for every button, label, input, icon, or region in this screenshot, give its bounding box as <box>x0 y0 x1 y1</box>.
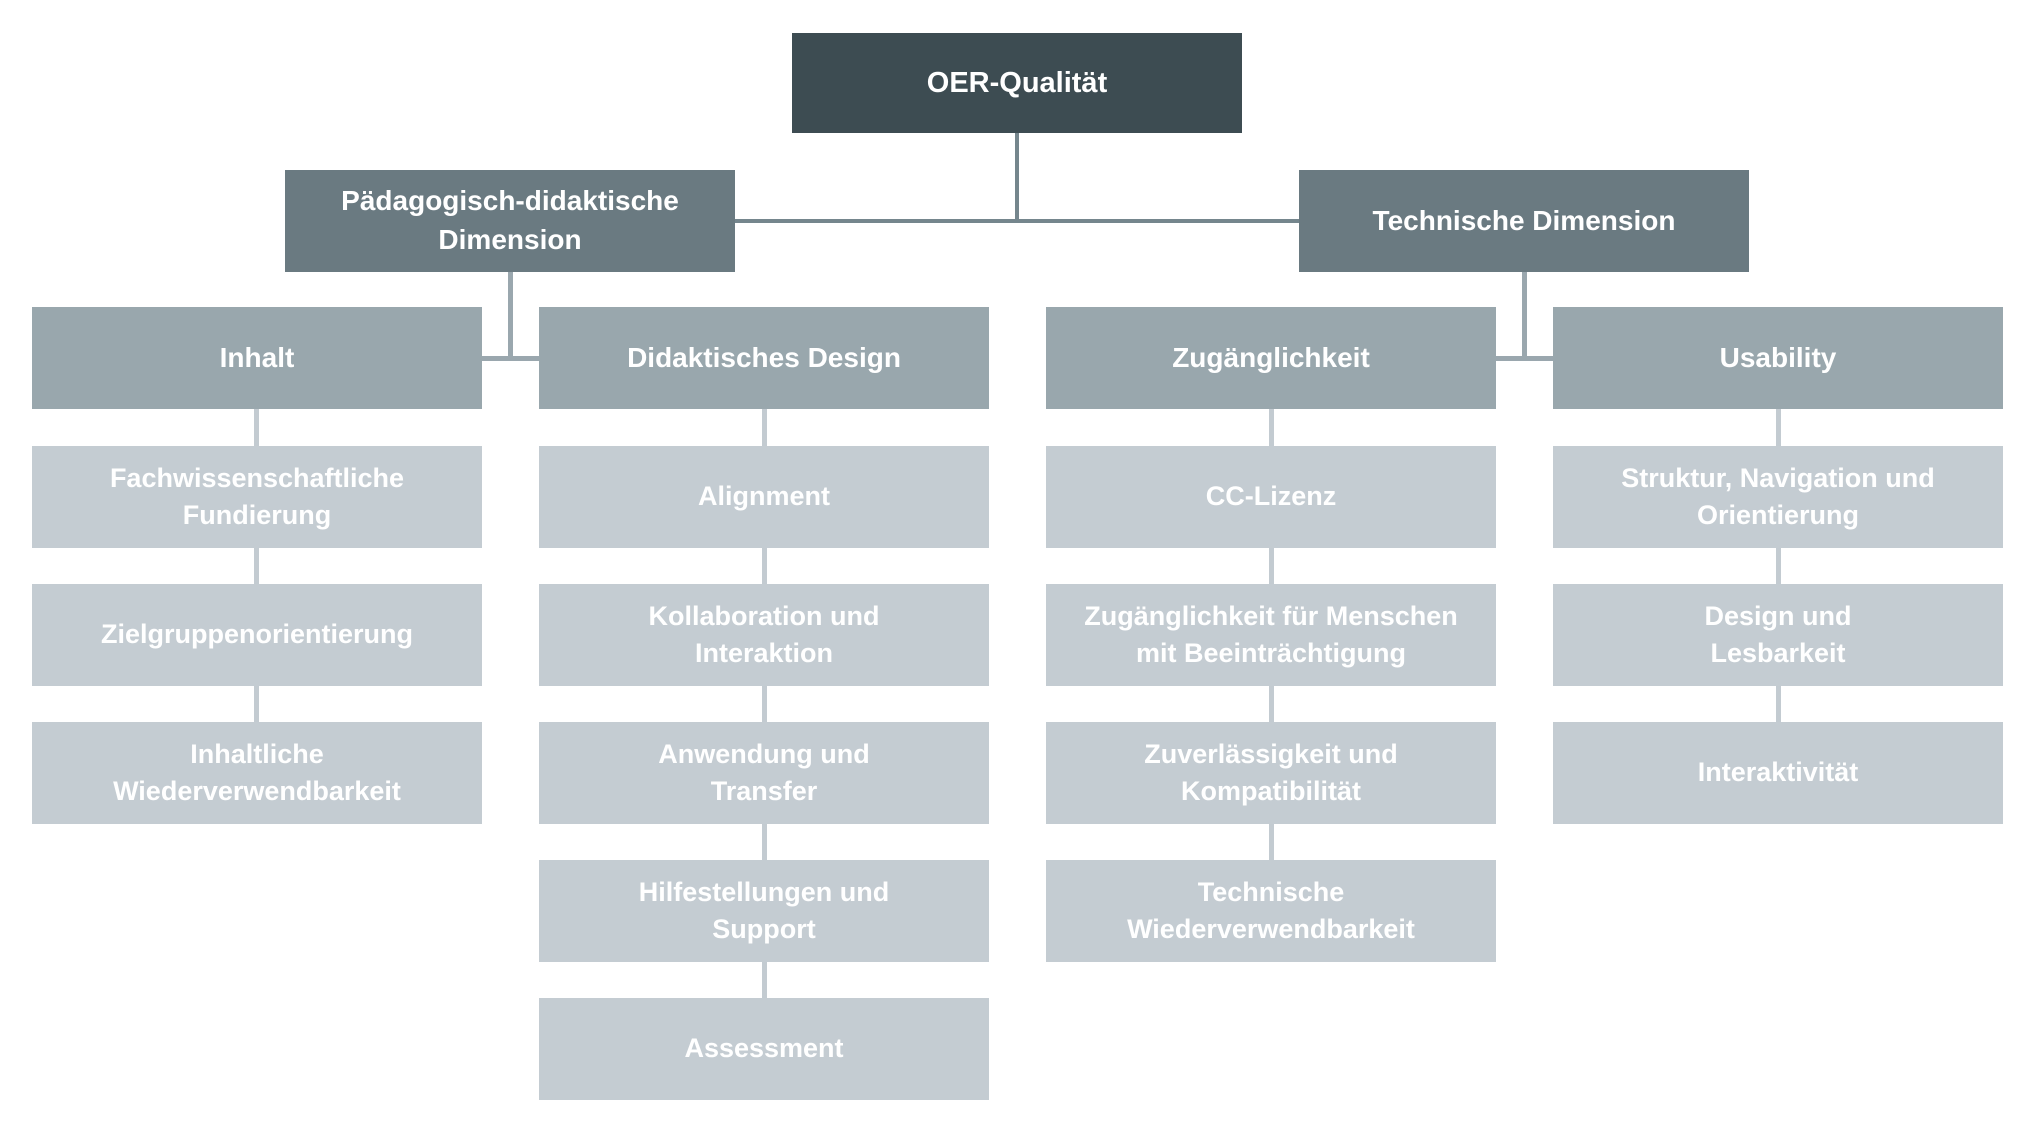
node-struktur-navigation-und-orientierung: Struktur, Navigation und Orientierung <box>1553 446 2003 548</box>
node-technische-dimension: Technische Dimension <box>1299 170 1749 272</box>
node-alignment: Alignment <box>539 446 989 548</box>
node-hilfestellungen-und-support: Hilfestellungen und Support <box>539 860 989 962</box>
connector-col1-gap1 <box>254 548 259 584</box>
connector-dim1-horizontal <box>482 356 539 361</box>
connector-col2-gap4 <box>762 962 767 998</box>
node-didaktisches-design: Didaktisches Design <box>539 307 989 409</box>
connector-cat3-stub <box>1269 409 1274 446</box>
node-oer-qualitaet: OER-Qualität <box>792 33 1242 133</box>
connector-dim1-vertical <box>508 272 513 358</box>
connector-col3-gap1 <box>1269 548 1274 584</box>
node-zielgruppenorientierung: Zielgruppenorientierung <box>32 584 482 686</box>
node-fachwissenschaftliche-fundierung: Fachwissenschaftliche Fundierung <box>32 446 482 548</box>
connector-col4-gap2 <box>1776 686 1781 722</box>
node-technische-wiederverwendbarkeit: Technische Wiederverwendbarkeit <box>1046 860 1496 962</box>
node-inhalt: Inhalt <box>32 307 482 409</box>
connector-dim2-vertical <box>1522 272 1527 358</box>
node-inhaltliche-wiederverwendbarkeit: Inhaltliche Wiederverwendbarkeit <box>32 722 482 824</box>
node-design-und-lesbarkeit: Design und Lesbarkeit <box>1553 584 2003 686</box>
node-zugaenglichkeit-fuer-menschen: Zugänglichkeit für Menschen mit Beeinträ… <box>1046 584 1496 686</box>
connector-col2-gap1 <box>762 548 767 584</box>
connector-col3-gap2 <box>1269 686 1274 722</box>
connector-col4-gap1 <box>1776 548 1781 584</box>
connector-col1-gap2 <box>254 686 259 722</box>
node-assessment: Assessment <box>539 998 989 1100</box>
node-paedagogisch-didaktische-dimension: Pädagogisch-didaktische Dimension <box>285 170 735 272</box>
connector-root-vertical <box>1015 133 1019 221</box>
connector-cat2-stub <box>762 409 767 446</box>
connector-root-horizontal <box>735 219 1300 223</box>
node-usability: Usability <box>1553 307 2003 409</box>
connector-cat4-stub <box>1776 409 1781 446</box>
node-zuverlaessigkeit-und-kompatibilitaet: Zuverlässigkeit und Kompatibilität <box>1046 722 1496 824</box>
node-anwendung-und-transfer: Anwendung und Transfer <box>539 722 989 824</box>
node-zugaenglichkeit: Zugänglichkeit <box>1046 307 1496 409</box>
node-cc-lizenz: CC-Lizenz <box>1046 446 1496 548</box>
connector-col3-gap3 <box>1269 824 1274 860</box>
node-kollaboration-und-interaktion: Kollaboration und Interaktion <box>539 584 989 686</box>
node-interaktivitaet: Interaktivität <box>1553 722 2003 824</box>
connector-cat1-stub <box>254 409 259 446</box>
connector-dim2-horizontal <box>1496 356 1553 361</box>
connector-col2-gap2 <box>762 686 767 722</box>
connector-col2-gap3 <box>762 824 767 860</box>
